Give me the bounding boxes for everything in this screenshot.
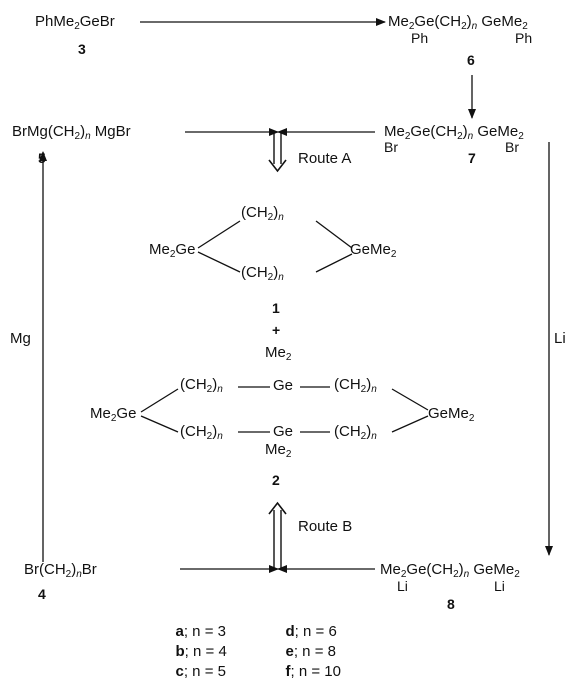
compound-7-number: 7 bbox=[468, 150, 476, 166]
ring2-me2-top: Me2 bbox=[265, 344, 292, 363]
ring2-bridge-bl: (CH2)n bbox=[180, 423, 223, 442]
key-row: c; n = 5 f; n = 10 bbox=[0, 662, 571, 682]
compound-3-formula: PhMe2GeBr bbox=[35, 13, 115, 32]
ring2-right-ge: GeMe2 bbox=[428, 405, 475, 424]
key-row: b; n = 4 e; n = 8 bbox=[0, 642, 571, 662]
route-a-arrowhead bbox=[268, 159, 287, 173]
compound-6-sub-left: Ph bbox=[411, 30, 429, 46]
ring1-bond-br bbox=[315, 253, 353, 273]
ring2-me2-bottom: Me2 bbox=[265, 441, 292, 460]
route-a-label: Route A bbox=[298, 150, 352, 167]
ring1-left-ge: Me2Ge bbox=[149, 241, 196, 260]
ring2-bond-r-bot bbox=[391, 415, 429, 433]
reagent-li: Li bbox=[554, 330, 566, 347]
compound-6-formula: Me2Ge(CH2)n GeMe2 bbox=[388, 13, 528, 32]
key-entry: b; n = 4 bbox=[175, 643, 227, 660]
route-b-label: Route B bbox=[298, 518, 353, 535]
ring2-bond-l-top bbox=[140, 388, 179, 413]
ring1-bridge-bottom: (CH2)n bbox=[241, 264, 284, 283]
compound-8-formula: Me2Ge(CH2)n GeMe2 bbox=[380, 561, 520, 580]
compound-8-number: 8 bbox=[447, 596, 455, 612]
compound-2-number: 2 bbox=[272, 472, 280, 488]
ring2-bridge-tr: (CH2)n bbox=[334, 376, 377, 395]
compound-5-number: 5 bbox=[38, 150, 46, 166]
key-row: a; n = 3 d; n = 6 bbox=[0, 622, 571, 642]
ring2-bridge-tl: (CH2)n bbox=[180, 376, 223, 395]
compound-6-sub-right: Ph bbox=[515, 30, 533, 46]
ring1-bond-tl bbox=[197, 220, 241, 249]
ring2-bond-l-bot bbox=[140, 415, 179, 433]
reagent-mg: Mg bbox=[10, 330, 31, 347]
compound-6-number: 6 bbox=[467, 52, 475, 68]
ring1-bond-bl bbox=[197, 251, 241, 273]
ring2-bond-r-top bbox=[391, 388, 429, 411]
key-entry: d; n = 6 bbox=[285, 623, 337, 640]
compound-8-sub-left: Li bbox=[397, 578, 408, 594]
ring2-ge-top: Ge bbox=[273, 377, 294, 394]
ring1-bond-tr bbox=[315, 220, 353, 249]
substituent-key: a; n = 3 d; n = 6 b; n = 4 e; n = 8 c; n… bbox=[0, 622, 571, 682]
ring1-right-ge: GeMe2 bbox=[350, 241, 397, 260]
compound-4-formula: Br(CH2)nBr bbox=[24, 561, 97, 580]
ring1-bridge-top: (CH2)n bbox=[241, 204, 284, 223]
key-entry: f; n = 10 bbox=[285, 663, 341, 680]
compound-7-formula: Me2Ge(CH2)n GeMe2 bbox=[384, 123, 524, 142]
key-entry: a; n = 3 bbox=[175, 623, 226, 640]
compound-5-formula: BrMg(CH2)n MgBr bbox=[12, 123, 131, 142]
compound-7-sub-left: Br bbox=[384, 139, 398, 155]
route-b-arrowhead bbox=[268, 501, 287, 515]
ring2-bridge-br: (CH2)n bbox=[334, 423, 377, 442]
ring2-left-ge: Me2Ge bbox=[90, 405, 137, 424]
key-entry: c; n = 5 bbox=[175, 663, 226, 680]
compound-3-number: 3 bbox=[78, 41, 86, 57]
compound-4-number: 4 bbox=[38, 586, 46, 602]
compound-1-number: 1 bbox=[272, 300, 280, 316]
ring2-ge-bottom: Ge bbox=[273, 423, 294, 440]
key-entry: e; n = 8 bbox=[285, 643, 336, 660]
compound-7-sub-right: Br bbox=[505, 139, 519, 155]
compound-8-sub-right: Li bbox=[494, 578, 505, 594]
plus-sign: + bbox=[272, 322, 281, 338]
